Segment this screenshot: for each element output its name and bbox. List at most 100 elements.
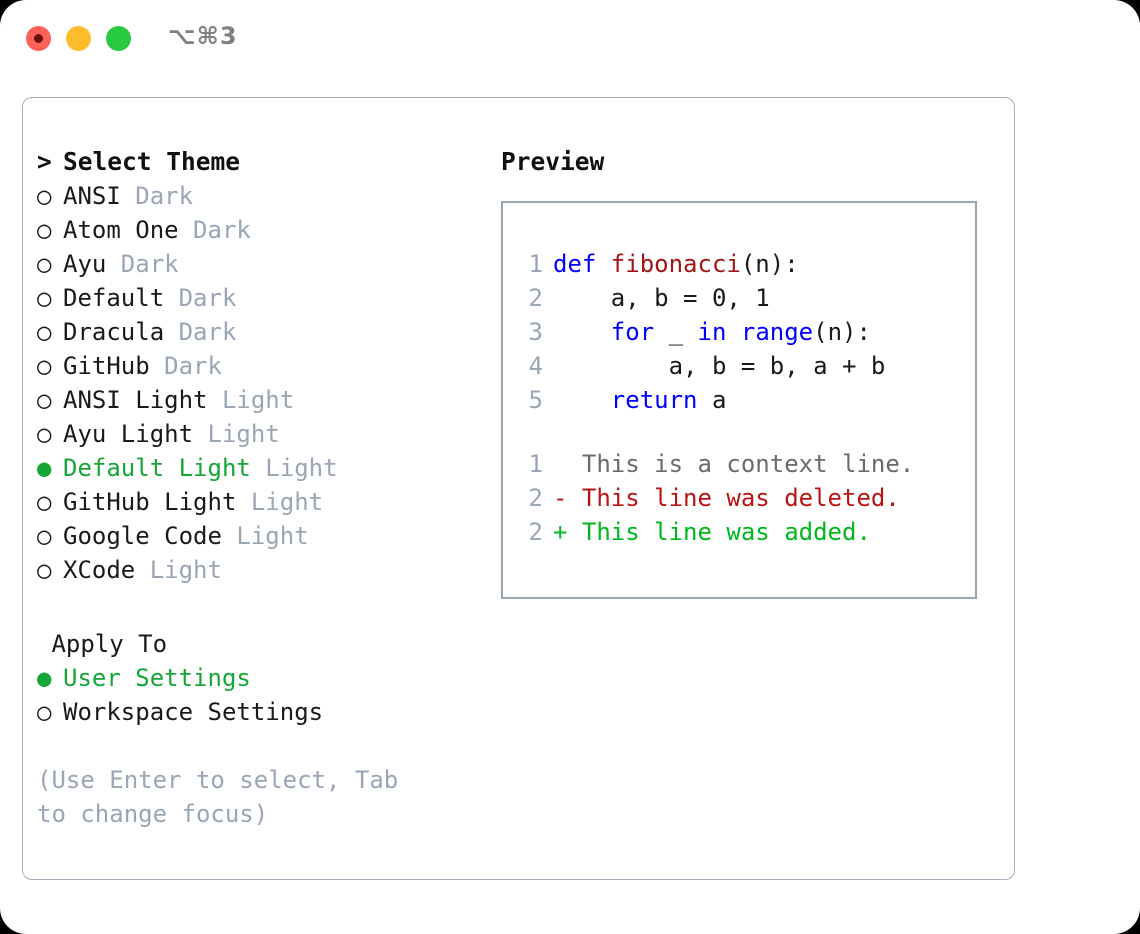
code-token: range: [740, 318, 814, 346]
theme-variant-badge: Light: [265, 454, 338, 482]
diff-marker-icon: +: [553, 518, 582, 546]
close-window-button[interactable]: [26, 26, 51, 51]
theme-option-label: Ayu: [63, 250, 121, 278]
theme-option-label: Default: [63, 284, 179, 312]
radio-unselected-icon: ○: [37, 284, 66, 312]
theme-option-default-light[interactable]: ● Default Light Light: [37, 451, 487, 485]
radio-unselected-icon: ○: [37, 182, 66, 210]
radio-unselected-icon: ○: [37, 250, 66, 278]
diff-marker-icon: -: [553, 484, 582, 512]
code-token: in: [697, 318, 727, 346]
radio-unselected-icon: ○: [37, 698, 66, 726]
theme-variant-badge: Dark: [135, 182, 194, 210]
minimize-window-button[interactable]: [66, 26, 91, 51]
apply-to-heading-label: Apply To: [51, 630, 168, 658]
focus-caret-icon: >: [37, 147, 67, 176]
code-line: 4 a, b = b, a + b: [519, 349, 967, 383]
theme-options-list[interactable]: ○ ANSI Dark○ Atom One Dark○ Ayu Dark○ De…: [37, 179, 487, 587]
diff-marker-icon: [553, 450, 582, 478]
radio-unselected-icon: ○: [37, 386, 66, 414]
code-token: fibonacci: [610, 250, 741, 278]
theme-option-ansi[interactable]: ○ ANSI Dark: [37, 179, 487, 213]
diff-line-number: 2: [528, 518, 543, 546]
theme-option-label: Atom One: [63, 216, 194, 244]
radio-unselected-icon: ○: [37, 488, 66, 516]
radio-unselected-icon: ○: [37, 556, 66, 584]
theme-variant-badge: Light: [236, 522, 309, 550]
theme-option-label: GitHub Light: [63, 488, 251, 516]
radio-unselected-icon: ○: [37, 216, 66, 244]
select-theme-heading: > Select Theme: [37, 145, 487, 179]
code-line-number: 3: [528, 318, 543, 346]
code-token: def: [553, 250, 611, 278]
theme-option-google-code[interactable]: ○ Google Code Light: [37, 519, 487, 553]
code-token: for: [610, 318, 655, 346]
code-token: a: [697, 386, 727, 414]
theme-option-xcode[interactable]: ○ XCode Light: [37, 553, 487, 587]
theme-option-label: Default Light: [63, 454, 266, 482]
code-line: 5 return a: [519, 383, 967, 417]
code-token: a, b = b, a + b: [553, 352, 886, 380]
apply-to-option-label: User Settings: [63, 664, 251, 692]
radio-selected-icon: ●: [37, 454, 66, 482]
theme-option-ansi-light[interactable]: ○ ANSI Light Light: [37, 383, 487, 417]
code-token: [726, 318, 740, 346]
diff-sample: 1 This is a context line.2- This line wa…: [519, 447, 967, 549]
theme-variant-badge: Dark: [193, 216, 251, 244]
theme-variant-badge: Light: [221, 386, 295, 414]
code-token: _: [654, 318, 698, 346]
code-token: [553, 386, 611, 414]
diff-line-context: 1 This is a context line.: [519, 447, 967, 481]
keyboard-hint-text: (Use Enter to select, Tab to change focu…: [37, 766, 399, 828]
theme-option-atom-one[interactable]: ○ Atom One Dark: [37, 213, 487, 247]
radio-selected-icon: ●: [37, 664, 66, 692]
keyboard-shortcut-label: ⌥⌘3: [168, 22, 238, 50]
theme-option-label: Ayu Light: [63, 420, 208, 448]
theme-variant-badge: Dark: [178, 284, 237, 312]
apply-to-indent-spacer: [37, 630, 51, 658]
theme-variant-badge: Dark: [178, 318, 237, 346]
radio-unselected-icon: ○: [37, 420, 66, 448]
theme-option-ayu-light[interactable]: ○ Ayu Light Light: [37, 417, 487, 451]
diff-line-number: 1: [528, 450, 543, 478]
diff-line-delete: 2- This line was deleted.: [519, 481, 967, 515]
radio-unselected-icon: ○: [37, 318, 66, 346]
preview-heading: Preview: [501, 147, 605, 176]
theme-option-github-light[interactable]: ○ GitHub Light Light: [37, 485, 487, 519]
code-line: 2 a, b = 0, 1: [519, 281, 967, 315]
theme-option-dracula[interactable]: ○ Dracula Dark: [37, 315, 487, 349]
title-bar: ⌥⌘3: [0, 0, 1140, 78]
apply-to-option-workspace-settings[interactable]: ○ Workspace Settings: [37, 695, 487, 729]
theme-option-label: Dracula: [63, 318, 179, 346]
code-token: (n):: [813, 318, 871, 346]
apply-to-option-user-settings[interactable]: ● User Settings: [37, 661, 487, 695]
theme-option-ayu[interactable]: ○ Ayu Dark: [37, 247, 487, 281]
code-line-number: 5: [528, 386, 543, 414]
theme-option-label: ANSI Light: [63, 386, 222, 414]
code-token: a, b = 0, 1: [553, 284, 770, 312]
theme-variant-badge: Light: [207, 420, 280, 448]
theme-variant-badge: Dark: [164, 352, 222, 380]
code-diff-spacer: [519, 417, 967, 447]
theme-option-label: Google Code: [63, 522, 237, 550]
select-theme-heading-label: Select Theme: [63, 147, 241, 176]
theme-picker-panel: > Select Theme ○ ANSI Dark○ Atom One Dar…: [22, 97, 1015, 880]
apply-to-options-list[interactable]: ● User Settings○ Workspace Settings: [37, 661, 487, 729]
radio-unselected-icon: ○: [37, 352, 66, 380]
code-line: 3 for _ in range(n):: [519, 315, 967, 349]
theme-option-github[interactable]: ○ GitHub Dark: [37, 349, 487, 383]
code-line-number: 2: [528, 284, 543, 312]
maximize-window-button[interactable]: [106, 26, 131, 51]
theme-list-column: > Select Theme ○ ANSI Dark○ Atom One Dar…: [37, 145, 487, 831]
code-token: (n):: [740, 250, 799, 278]
theme-option-default[interactable]: ○ Default Dark: [37, 281, 487, 315]
apply-to-heading: Apply To: [37, 627, 487, 661]
diff-line-number: 2: [528, 484, 543, 512]
code-line-number: 4: [528, 352, 543, 380]
apply-to-option-label: Workspace Settings: [63, 698, 324, 726]
